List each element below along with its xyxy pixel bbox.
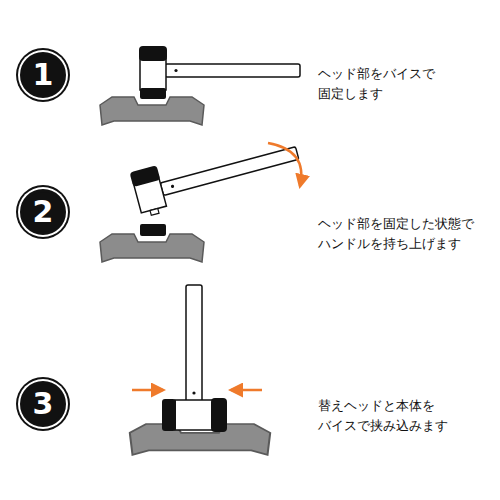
- vise: [100, 234, 204, 262]
- step-number-text: 3: [33, 389, 54, 419]
- replacement-head: [140, 88, 166, 99]
- replacement-head: [162, 399, 176, 431]
- instruction-text: 替えヘッドと本体を バイスで挟み込みます: [318, 396, 496, 436]
- step2-figure: [100, 129, 303, 262]
- step1-figure: [100, 46, 300, 125]
- vise: [100, 97, 204, 125]
- handle: [160, 147, 299, 196]
- step-number: 2: [20, 189, 66, 235]
- step-number-text: 2: [33, 197, 54, 227]
- hammer-head: [175, 400, 213, 430]
- step-number: 3: [20, 381, 66, 427]
- head-face: [129, 165, 160, 187]
- replacement-head: [140, 224, 166, 236]
- step3-figure: [130, 285, 270, 455]
- instruction-text: ヘッド部を固定した状態で ハンドルを持ち上げます: [318, 214, 496, 254]
- lift-arrow: [268, 143, 301, 186]
- instruction-text: ヘッド部をバイスで 固定します: [318, 64, 496, 104]
- press-arrow: [231, 389, 262, 392]
- press-arrow: [132, 389, 163, 392]
- step-number-text: 1: [33, 60, 54, 90]
- hammer-head: [140, 58, 166, 90]
- step-number: 1: [20, 52, 66, 98]
- head-face: [139, 46, 167, 61]
- handle: [186, 285, 202, 403]
- head-face: [211, 398, 227, 432]
- handle: [165, 64, 300, 77]
